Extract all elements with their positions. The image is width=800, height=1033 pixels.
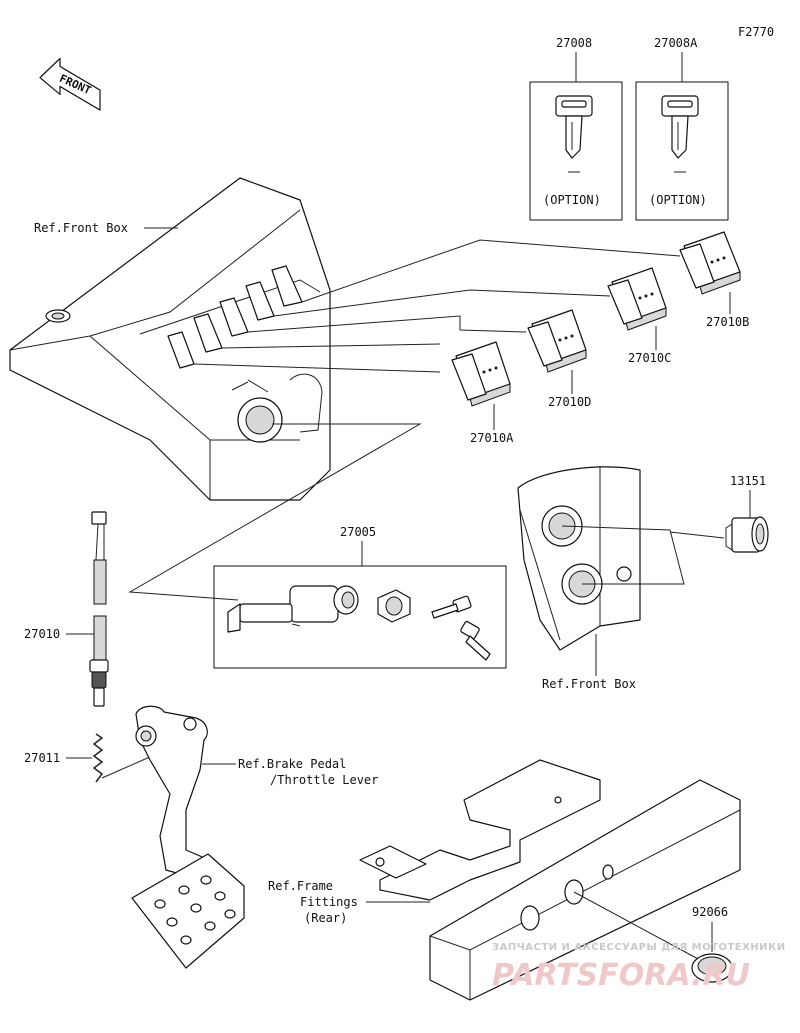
- ref-frame-line1: Ref.Frame: [268, 879, 333, 893]
- key-27008-box: 27008 (OPTION): [529, 36, 623, 221]
- key-icon: [661, 95, 699, 159]
- callout-27010c: 27010C: [628, 351, 671, 365]
- front-box-panel: [9, 177, 331, 501]
- key-icon: [555, 95, 593, 159]
- ref-frame-line3: (Rear): [304, 911, 347, 925]
- callout-27010d: 27010D: [548, 395, 591, 409]
- callout-92066: 92066: [692, 905, 728, 919]
- ignition-key-icon: [431, 595, 491, 661]
- diagram-code: F2770: [738, 25, 774, 39]
- rocker-switch-27010a: [451, 341, 511, 407]
- watermark-line2: PARTSFORA.RU: [492, 958, 750, 993]
- rocker-switch-27010b: [679, 231, 741, 295]
- ignition-nut: [377, 589, 411, 623]
- key-27008a-box: 27008A (OPTION): [635, 36, 729, 221]
- return-spring-27011: [92, 733, 104, 783]
- front-arrow-icon: FRONT: [39, 57, 101, 111]
- front-box-lower: [517, 466, 641, 651]
- callout-13151: 13151: [730, 474, 766, 488]
- callout-27008a: 27008A: [654, 36, 698, 50]
- ref-frame-line2: Fittings: [300, 895, 358, 909]
- rocker-switch-27010c: [607, 267, 667, 331]
- ref-front-box-top: Ref.Front Box: [34, 221, 128, 235]
- frame-fitting-bracket: [359, 759, 741, 1001]
- watermark-line1: ЗАПЧАСТИ И АКСЕССУАРЫ ДЛЯ МОТОТЕХНИКИ: [492, 942, 786, 953]
- callout-27010a: 27010A: [470, 431, 514, 445]
- pedal-holes: [154, 875, 236, 945]
- option-label-a: (OPTION): [543, 193, 601, 207]
- callout-27005: 27005: [340, 525, 376, 539]
- option-label-b: (OPTION): [649, 193, 707, 207]
- ignition-switch: [227, 585, 359, 633]
- callout-27010b: 27010B: [706, 315, 749, 329]
- rocker-switch-27010d: [527, 309, 587, 373]
- callout-27010: 27010: [24, 627, 60, 641]
- ref-front-box-bottom: Ref.Front Box: [542, 677, 636, 691]
- plug-cap-92066: [691, 953, 733, 983]
- callout-27008: 27008: [556, 36, 592, 50]
- ref-brake-pedal-line2: /Throttle Lever: [270, 773, 378, 787]
- ref-brake-pedal-line1: Ref.Brake Pedal: [238, 757, 346, 771]
- callout-27011: 27011: [24, 751, 60, 765]
- power-socket-13151: [725, 516, 769, 553]
- brake-light-switch-27010: [89, 511, 109, 707]
- brake-pedal: [131, 705, 245, 969]
